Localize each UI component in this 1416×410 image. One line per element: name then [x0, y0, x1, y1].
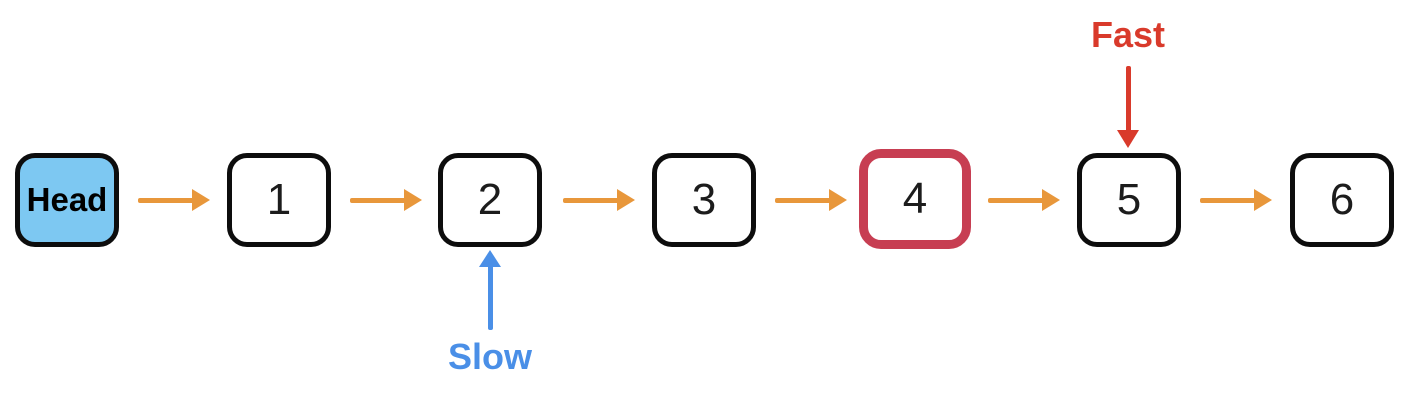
arrow-shaft	[775, 197, 831, 203]
slow-pointer-label: Slow	[447, 336, 532, 377]
arrow-right-icon	[192, 189, 210, 211]
next-arrow-head-to-1	[138, 189, 210, 211]
slow-pointer-arrow-up-icon	[476, 250, 504, 330]
arrow-shaft	[988, 197, 1044, 203]
node-1-label: 1	[266, 175, 292, 224]
node-1: 1	[227, 153, 331, 247]
next-arrow-4-to-5	[988, 189, 1060, 211]
arrow-down-icon	[1117, 130, 1139, 148]
node-6-label: 6	[1329, 175, 1355, 224]
arrow-shaft	[563, 197, 619, 203]
node-5: 5	[1077, 153, 1181, 247]
node-3: 3	[652, 153, 756, 247]
node-head-label: Head	[26, 181, 108, 218]
arrow-right-icon	[1254, 189, 1272, 211]
node-5-label: 5	[1116, 175, 1142, 224]
arrow-shaft	[138, 197, 194, 203]
arrow-shaft	[487, 264, 493, 330]
fast-pointer-arrow-down-icon	[1114, 66, 1142, 148]
node-6: 6	[1290, 153, 1394, 247]
next-arrow-2-to-3	[563, 189, 635, 211]
node-head: Head	[15, 153, 119, 247]
arrow-right-icon	[829, 189, 847, 211]
node-2-label: 2	[477, 175, 503, 224]
next-arrow-3-to-4	[775, 189, 847, 211]
next-arrow-1-to-2	[350, 189, 422, 211]
fast-pointer-label: Fast	[1090, 14, 1166, 55]
node-4-highlighted: 4	[859, 149, 971, 249]
node-4-label: 4	[902, 174, 928, 223]
arrow-shaft	[1200, 197, 1256, 203]
arrow-right-icon	[1042, 189, 1060, 211]
arrow-up-icon	[479, 250, 501, 267]
arrow-shaft	[350, 197, 406, 203]
node-3-label: 3	[691, 175, 717, 224]
arrow-shaft	[1125, 66, 1131, 132]
next-arrow-5-to-6	[1200, 189, 1272, 211]
arrow-right-icon	[404, 189, 422, 211]
node-2: 2	[438, 153, 542, 247]
arrow-right-icon	[617, 189, 635, 211]
